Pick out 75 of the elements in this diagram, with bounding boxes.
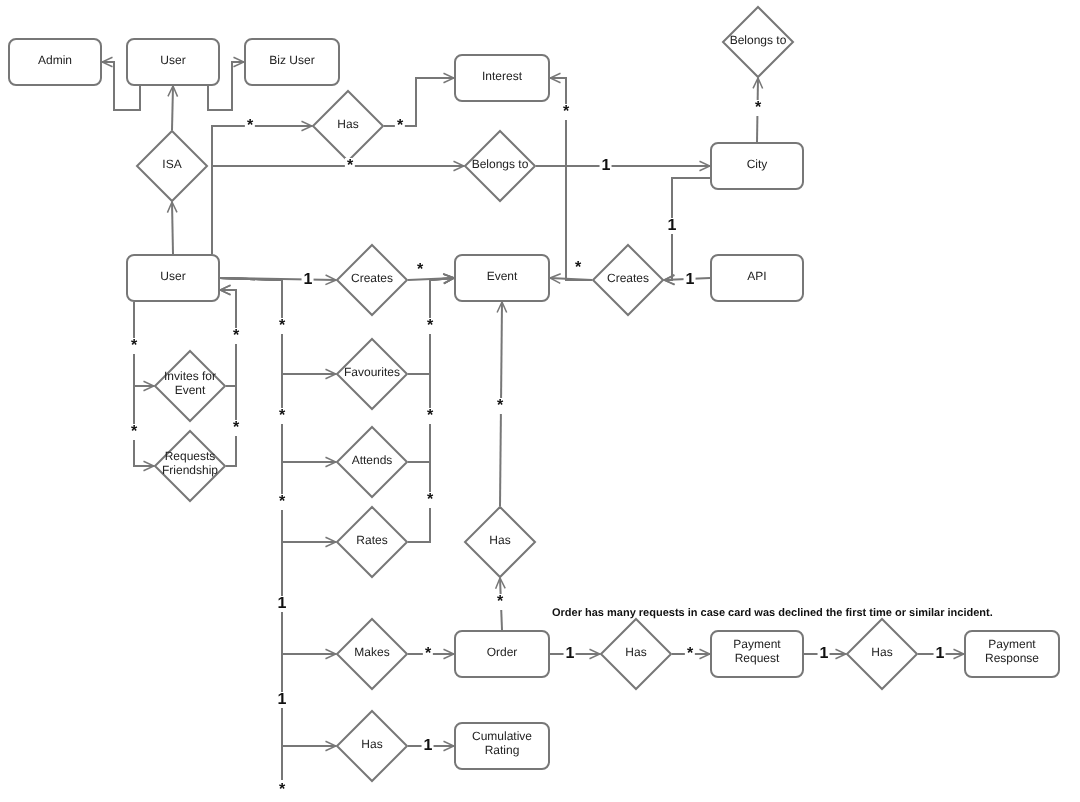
cardinality-label: *	[276, 494, 288, 510]
cardinality-label: *	[276, 318, 288, 334]
entity-box	[454, 54, 550, 102]
entity-box	[454, 722, 550, 770]
relationship-diamond	[336, 244, 408, 316]
cardinality-label: *	[276, 408, 288, 424]
connector-arrow	[671, 648, 711, 660]
cardinality-label: 1	[817, 646, 831, 662]
cardinality-label: 1	[301, 272, 315, 288]
connector-arrow	[211, 160, 465, 255]
cardinality-label: 1	[665, 218, 679, 234]
connector-arrow	[407, 272, 455, 284]
cardinality-label: *	[424, 318, 436, 334]
cardinality-label: 1	[683, 272, 697, 288]
relationship-diamond	[336, 426, 408, 498]
relationship-diamond	[312, 90, 384, 162]
entity-box	[710, 254, 804, 302]
relationship-diamond	[336, 506, 408, 578]
cardinality-label: 1	[933, 646, 947, 662]
cardinality-label: *	[752, 100, 764, 116]
connector-arrow	[549, 648, 601, 660]
entity-box	[710, 142, 804, 190]
cardinality-label: *	[494, 594, 506, 610]
cardinality-label: 1	[421, 738, 435, 754]
relationship-diamond	[846, 618, 918, 690]
connector-arrow	[101, 56, 141, 111]
entity-box	[454, 254, 550, 302]
connector-arrow	[407, 648, 455, 660]
connector-arrow	[549, 272, 593, 285]
connector-arrow	[803, 648, 847, 660]
cardinality-label: 1	[275, 596, 289, 612]
relationship-diamond	[154, 430, 226, 502]
cardinality-label: *	[494, 398, 506, 414]
connector-arrow	[407, 273, 455, 543]
connector-arrow	[752, 77, 764, 143]
cardinality-label: 1	[563, 646, 577, 662]
entity-box	[8, 38, 102, 86]
relationship-diamond	[592, 244, 664, 316]
cardinality-label: *	[424, 492, 436, 508]
relationship-diamond	[154, 350, 226, 422]
connector-arrow	[496, 301, 508, 507]
entity-box	[454, 630, 550, 678]
connector-arrow	[535, 160, 711, 172]
connector-arrow	[917, 648, 965, 660]
connector-arrow	[219, 277, 337, 752]
relationship-diamond	[336, 618, 408, 690]
cardinality-label: 1	[599, 158, 613, 174]
cardinality-label: *	[128, 424, 140, 440]
connector-arrow	[207, 56, 245, 111]
cardinality-label: *	[560, 104, 572, 120]
entity-box	[964, 630, 1060, 678]
connector-arrow	[166, 201, 178, 255]
relationship-diamond	[600, 618, 672, 690]
relationship-diamond	[464, 506, 536, 578]
relationship-diamond	[464, 130, 536, 202]
entity-box	[126, 38, 220, 86]
cardinality-label: *	[230, 328, 242, 344]
entity-box	[126, 254, 220, 302]
relationship-diamond	[722, 6, 794, 78]
relationship-diamond	[336, 338, 408, 410]
entity-box	[244, 38, 340, 86]
connector-arrow	[219, 284, 237, 467]
relationship-diamond	[136, 130, 208, 202]
cardinality-label: *	[424, 408, 436, 424]
connector-arrow	[663, 274, 711, 286]
cardinality-label: *	[230, 420, 242, 436]
entity-box	[710, 630, 804, 678]
connector-arrow	[407, 740, 455, 752]
relationship-diamond	[336, 710, 408, 782]
cardinality-label: 1	[275, 692, 289, 708]
connector-arrow	[383, 72, 455, 127]
cardinality-label: *	[128, 338, 140, 354]
connector-arrow	[494, 577, 506, 631]
connector-arrow	[167, 85, 179, 131]
connector-arrow	[663, 177, 711, 286]
